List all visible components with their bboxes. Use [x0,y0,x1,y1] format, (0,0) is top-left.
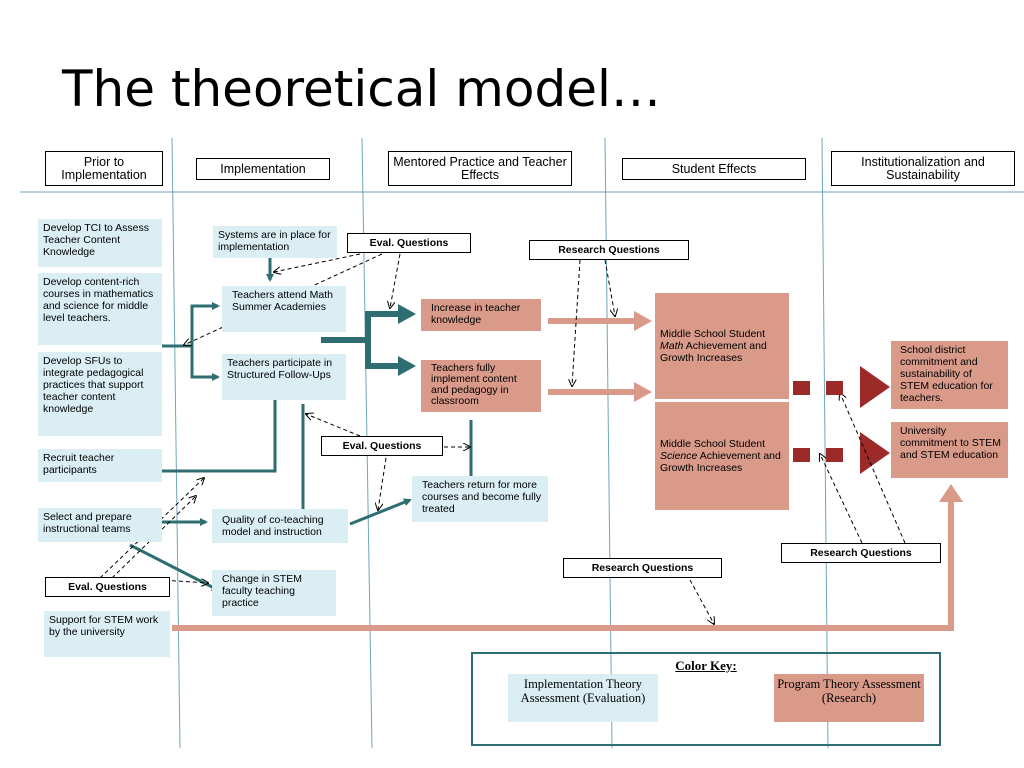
mentored-teachers-return: Teachers return for more courses and bec… [412,476,548,522]
prior-select-teams: Select and prepare instructional teams [38,508,162,542]
institution-school-district: School district commitment and sustainab… [891,341,1008,409]
student-science-text: Middle School Student Science Achievemen… [660,438,781,474]
header-institutionalization: Institutionalization and Sustainability [831,151,1015,186]
slide-title: The theoretical model… [62,60,661,118]
eval-questions-box: Eval. Questions [347,233,471,253]
eval-questions-box: Eval. Questions [321,436,443,456]
red-connector-square [793,381,810,395]
impl-co-teaching-quality: Quality of co-teaching model and instruc… [212,509,348,543]
student-math-text: Middle School Student Math Achievement a… [660,328,767,364]
student-math-achievement: Middle School Student Math Achievement a… [655,293,789,399]
header-prior-to-implementation: Prior to Implementation [45,151,163,186]
student-science-achievement: Middle School Student Science Achievemen… [655,402,789,510]
impl-summer-academies: Teachers attend Math Summer Academies [222,286,346,332]
impl-stem-faculty-change: Change in STEM faculty teaching practice [212,570,336,616]
red-connector-square [826,448,843,462]
color-key-implementation: Implementation Theory Assessment (Evalua… [508,674,658,722]
color-key-title: Color Key: [675,658,737,673]
research-questions-box: Research Questions [781,543,941,563]
eval-questions-box: Eval. Questions [45,577,170,597]
header-implementation: Implementation [196,158,330,180]
prior-recruit-teachers: Recruit teacher participants [38,449,162,482]
mentored-increase-knowledge: Increase in teacher knowledge [421,299,541,331]
prior-develop-tci: Develop TCI to Assess Teacher Content Kn… [38,219,162,267]
color-key-program: Program Theory Assessment (Research) [774,674,924,722]
header-mentored-practice: Mentored Practice and Teacher Effects [388,151,572,186]
institution-university: University commitment to STEM and STEM e… [891,422,1008,478]
mentored-fully-implement: Teachers fully implement content and ped… [421,360,541,412]
red-connector-square [793,448,810,462]
research-questions-box: Research Questions [563,558,722,578]
prior-stem-support: Support for STEM work by the university [44,611,170,657]
research-questions-box: Research Questions [529,240,689,260]
color-key: Color Key: Implementation Theory Assessm… [471,652,941,746]
impl-structured-follow-ups: Teachers participate in Structured Follo… [222,354,346,400]
impl-systems-in-place: Systems are in place for implementation [213,226,337,258]
prior-develop-sfus: Develop SFUs to integrate pedagogical pr… [38,352,162,436]
red-connector-square [826,381,843,395]
prior-develop-courses: Develop content-rich courses in mathemat… [38,273,162,345]
header-student-effects: Student Effects [622,158,806,180]
